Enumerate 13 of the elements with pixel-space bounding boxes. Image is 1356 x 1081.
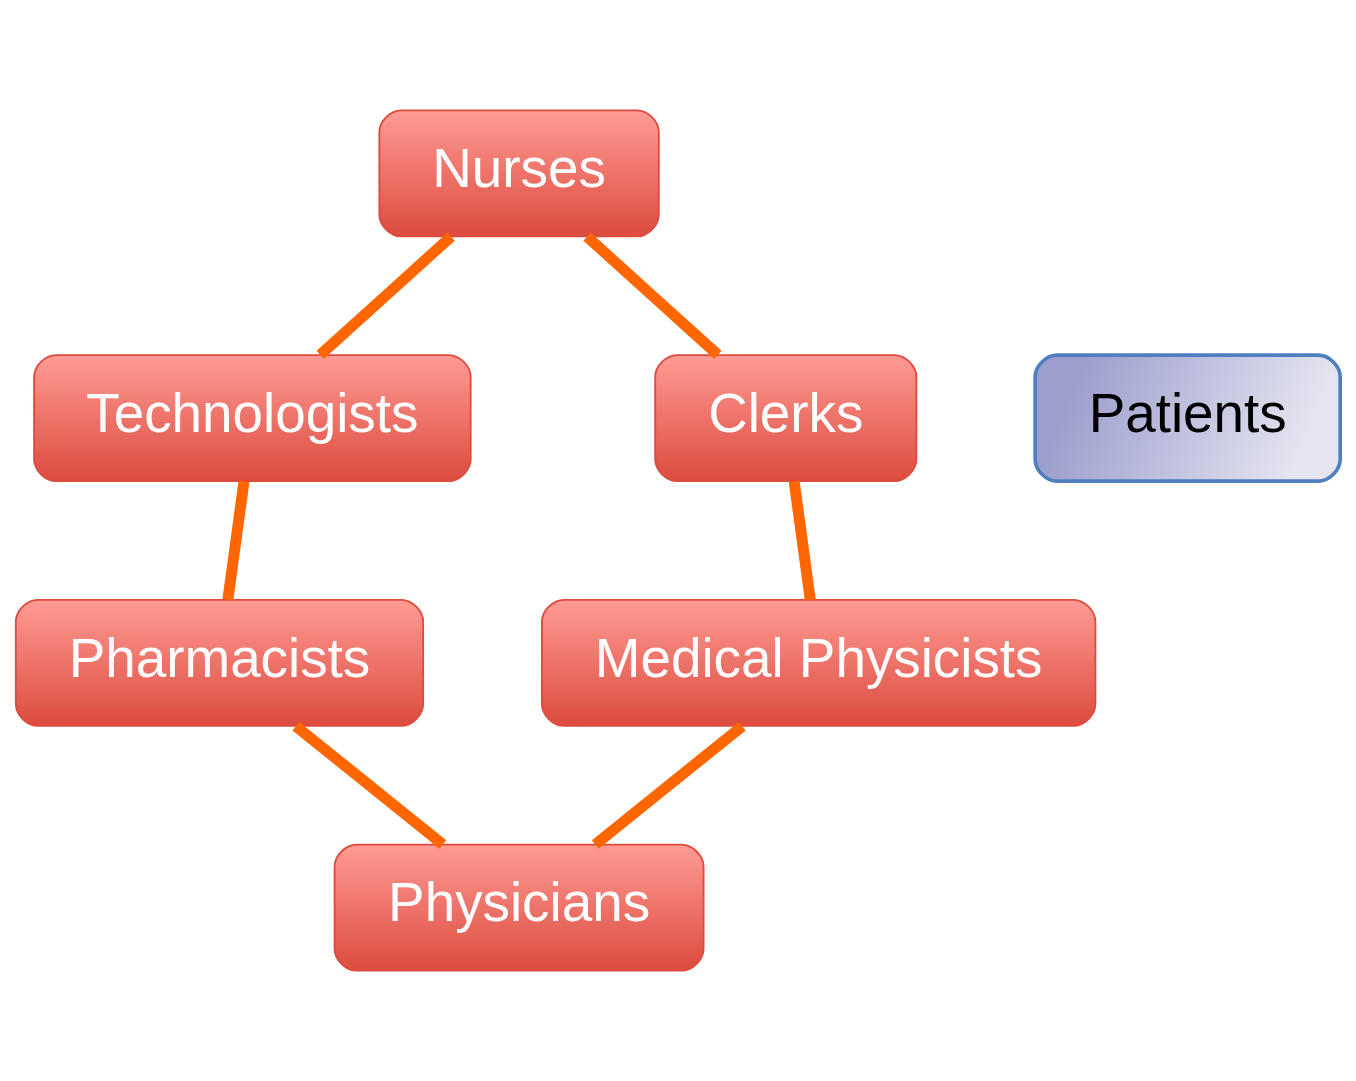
connector xyxy=(583,232,722,359)
connector xyxy=(222,480,250,601)
node-box: Medical Physicists xyxy=(541,598,1097,727)
node-box: Pharmacists xyxy=(14,598,425,727)
node-box: Technologists xyxy=(33,354,472,483)
node-box: Clerks xyxy=(654,354,918,483)
node-box: Nurses xyxy=(378,109,660,238)
connector xyxy=(316,232,455,359)
node-box: Physicians xyxy=(333,843,705,972)
connector xyxy=(292,721,447,849)
node-box: Patients xyxy=(1033,353,1342,483)
connector xyxy=(591,721,746,849)
connector xyxy=(788,480,816,601)
